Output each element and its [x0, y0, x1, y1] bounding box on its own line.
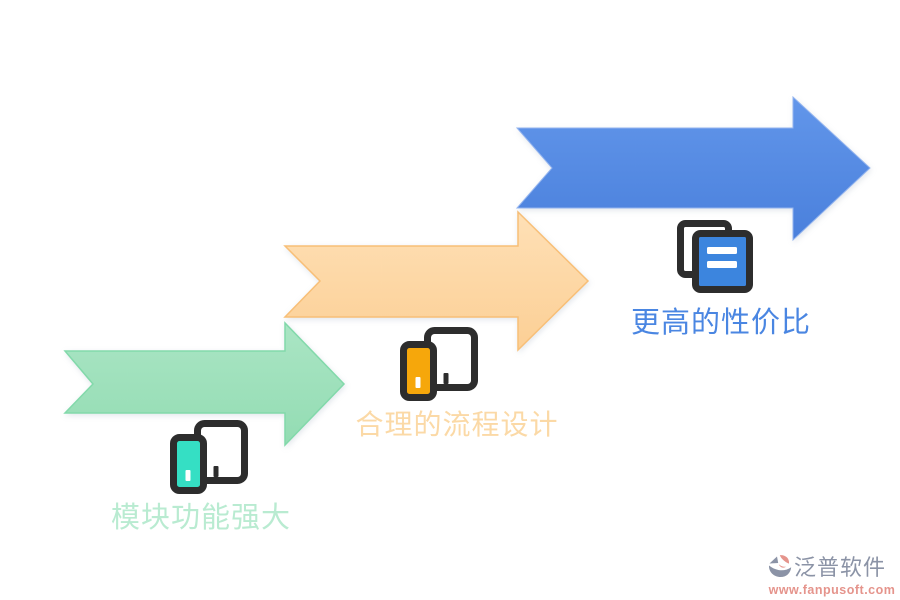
step-2-label: 合理的流程设计 [355, 409, 559, 440]
phone-tablet-icon [170, 420, 248, 494]
logo-text: 泛普软件 [794, 555, 887, 580]
phone-tablet-icon [400, 327, 478, 401]
logo-url: www.fanpusoft.com [768, 583, 896, 597]
arrow-step-2 [283, 210, 590, 352]
arrow-step-3 [515, 95, 871, 242]
fanpu-logo: 泛普软件 www.fanpusoft.com [768, 550, 896, 597]
green-arrow-shape [63, 321, 346, 447]
step-3-label: 更高的性价比 [630, 307, 811, 339]
orange-arrow-shape [283, 210, 590, 352]
documents-icon [677, 220, 753, 293]
blue-arrow-shape [515, 95, 871, 242]
arrow-step-1 [63, 321, 346, 447]
fanpu-logo-icon [768, 555, 792, 577]
step-1-label: 模块功能强大 [110, 502, 291, 534]
